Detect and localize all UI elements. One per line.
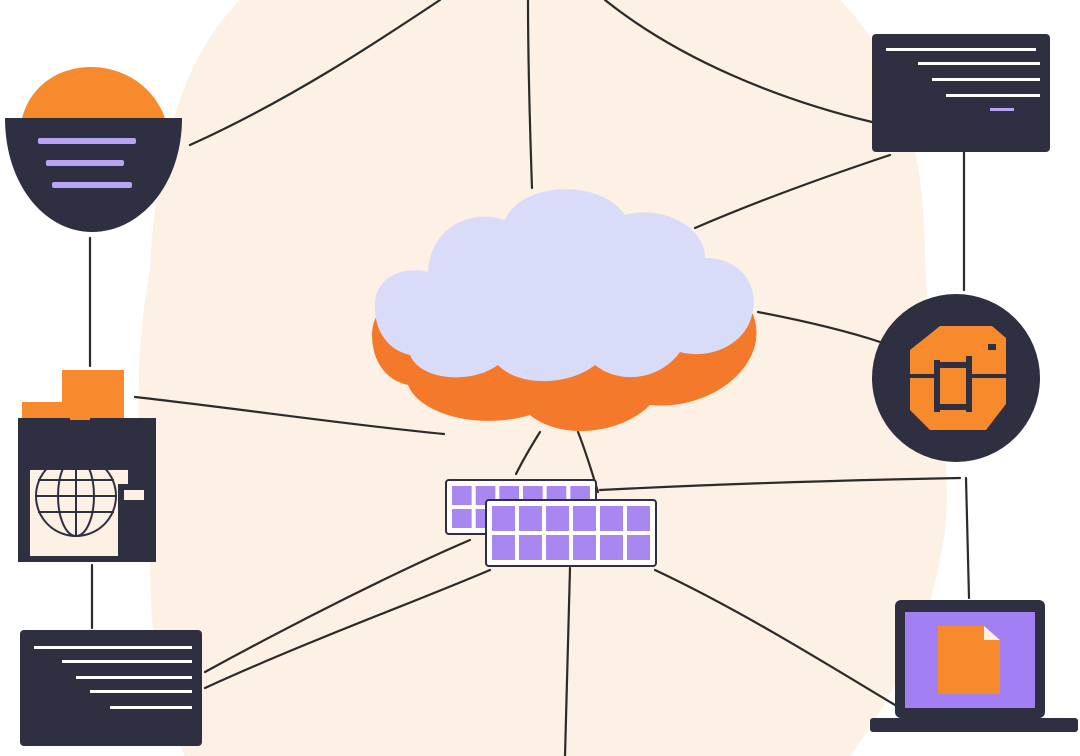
- connector-line: [603, 0, 874, 124]
- storage-cell: [573, 506, 596, 531]
- cloud-icon: [372, 189, 757, 432]
- database-icon: [5, 67, 182, 232]
- connector-line: [526, 0, 534, 190]
- storage-cell: [546, 535, 569, 560]
- terminal-window-icon: [20, 630, 202, 746]
- terminal-window-icon: [872, 34, 1050, 152]
- storage-cell: [600, 506, 623, 531]
- connector-line: [653, 568, 897, 707]
- connector-lines: [88, 0, 971, 756]
- connector-line: [203, 568, 492, 690]
- storage-cell: [600, 535, 623, 560]
- connector-line: [188, 0, 442, 147]
- connector-line: [598, 476, 962, 492]
- connector-line: [693, 153, 892, 230]
- connector-line: [563, 566, 572, 756]
- storage-cell: [519, 535, 542, 560]
- connector-line: [514, 430, 542, 476]
- storage-cell: [452, 486, 472, 505]
- storage-cell: [519, 506, 542, 531]
- storage-cell: [546, 506, 569, 531]
- connector-line: [203, 538, 472, 674]
- storage-cell: [627, 506, 650, 531]
- connector-line: [133, 395, 446, 436]
- connector-line: [964, 476, 971, 600]
- storage-blocks-icon: [445, 479, 657, 567]
- storage-cell: [573, 535, 596, 560]
- storage-cell: [452, 509, 472, 528]
- storage-cell: [492, 535, 515, 560]
- storage-cell: [627, 535, 650, 560]
- laptop-icon: [870, 600, 1078, 732]
- connector-line: [756, 310, 882, 344]
- server-cube-icon: [872, 294, 1040, 462]
- globe-building-icon: [18, 370, 156, 562]
- storage-cell: [492, 506, 515, 531]
